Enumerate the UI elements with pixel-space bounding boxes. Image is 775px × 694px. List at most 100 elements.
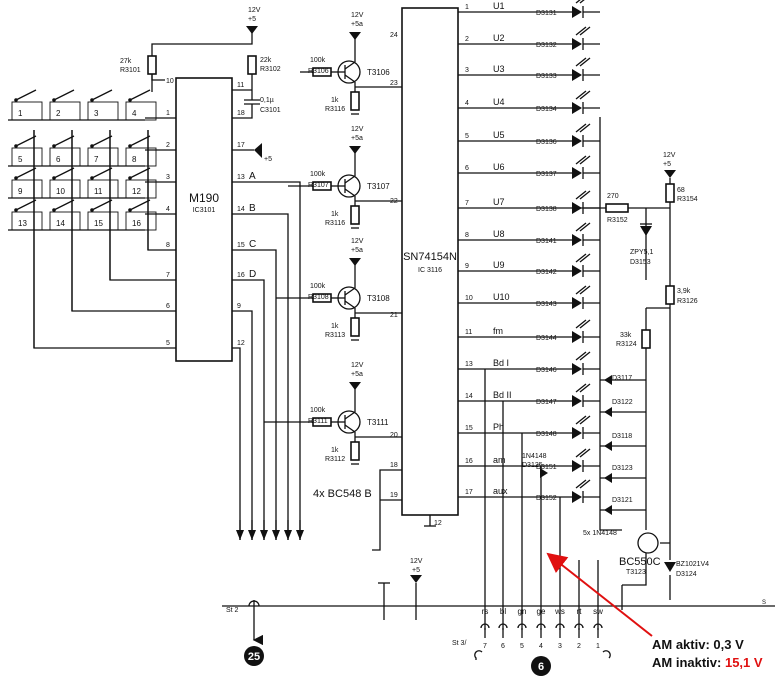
st3-label: St 3/: [452, 640, 466, 647]
connector-wire-ws: ws: [554, 607, 565, 616]
sn-pin18-wire: [372, 469, 402, 551]
m190-rpin-9: 9: [237, 303, 241, 310]
annotation-line-2: AM inaktiv: 15,1 V: [652, 655, 763, 670]
sn-lpin-19: 19: [390, 492, 398, 499]
m190-pin-1: 1: [166, 110, 170, 117]
key-switch-4: [129, 89, 151, 101]
transistor-collector-T3108: [344, 287, 356, 296]
led-ray1-D3147: [575, 383, 587, 393]
m190-pin-4: 4: [166, 206, 170, 213]
re-ref-T3107: R3116: [325, 220, 345, 227]
transistor-stages: T3106100kR310612V+5a1kR3116T3107100kR310…: [264, 12, 402, 465]
connector-wire-rs: rs: [482, 607, 489, 616]
output-label-BdI: Bd I: [493, 358, 509, 368]
rb-ref-T3107: R3107: [308, 182, 329, 189]
r3152-value: 270: [607, 193, 619, 200]
re-value-T3106: 1k: [331, 97, 339, 104]
connector-pin-5: 5: [520, 643, 524, 650]
sn-pin12-num: 12: [434, 520, 442, 527]
diode-note: 5x 1N4148: [583, 530, 617, 537]
diode-label-D3148: D3148: [536, 431, 557, 438]
zener-value: ZPY5,1: [630, 249, 653, 256]
connector-plug-ws: [555, 623, 565, 629]
sn-rpin-9: 9: [465, 263, 469, 270]
supply-arrow-T3106: [349, 32, 361, 40]
led-ray1-D3136: [575, 123, 587, 133]
key-switch-12: [129, 167, 151, 179]
ic-m190-ref: IC3101: [193, 207, 216, 214]
key-label-9: 9: [18, 187, 23, 196]
key-dot-3: [90, 98, 94, 102]
transistor-label-T3108: T3108: [367, 294, 390, 303]
bz-ref: D3124: [676, 571, 697, 578]
key-switch-9: [15, 167, 37, 179]
annotation-arrow: [546, 552, 653, 637]
key-8: [125, 147, 157, 167]
transistor-t3123: [637, 532, 659, 554]
m190-pin-10: 10: [166, 78, 174, 85]
output-label-U7: U7: [493, 197, 505, 207]
ic-sn-name: SN74154N: [403, 251, 457, 263]
led-ray1-D3152: [575, 479, 587, 489]
sn-lpin-21: 21: [390, 312, 398, 319]
led-ray1-D3144: [575, 319, 587, 329]
led-ray2-D3151: [579, 448, 591, 458]
m190-out-wire-C: [232, 249, 277, 540]
diode-label-D3144: D3144: [536, 335, 557, 342]
diode-label-D3151: D3151: [536, 464, 557, 471]
bus-arrowhead-1: [248, 530, 256, 540]
m190-rpin-17: 17: [237, 142, 245, 149]
sup-a-T3107: 12V: [351, 126, 364, 133]
r3154-ref: R3154: [677, 196, 698, 203]
rb-value-T3106: 100k: [310, 57, 326, 64]
m190-rpin-12: 12: [237, 340, 245, 347]
output-label-U9: U9: [493, 260, 505, 270]
r3154-value: 68: [677, 187, 685, 194]
key-dot-9: [14, 176, 18, 180]
diode-label-D3132: D3132: [536, 42, 557, 49]
key-6: [49, 147, 81, 167]
bus-arrowhead-4: [284, 530, 292, 540]
connector-plug-rs: [480, 623, 490, 629]
diode-D3123: [604, 473, 612, 483]
t3123-leads: [622, 542, 670, 586]
key-11: [87, 179, 119, 199]
key-5: [11, 147, 43, 167]
sn-rpin-2: 2: [465, 36, 469, 43]
led-ray1-D3132: [575, 26, 587, 36]
key-switch-8: [129, 135, 151, 147]
key-dot-10: [52, 176, 56, 180]
key-1: [11, 101, 43, 121]
key-16: [125, 211, 157, 231]
key-switch-10: [53, 167, 75, 179]
annotation-line1-label: AM aktiv:: [652, 637, 710, 652]
resistor-R3116-0: [350, 91, 360, 111]
key-label-4: 4: [132, 109, 137, 118]
key-label-7: 7: [94, 155, 99, 164]
d3125-value: 1N4148: [522, 453, 547, 460]
sn-rpin-1: 1: [465, 4, 469, 11]
r3126-value: 3,9k: [677, 288, 691, 295]
sup-top-b: +5: [248, 16, 256, 23]
key-label-12: 12: [132, 187, 141, 196]
sn-lpin-24: 24: [390, 32, 398, 39]
transistor-label-T3107: T3107: [367, 182, 390, 191]
key-dot-14: [52, 208, 56, 212]
c3101-ref: C3101: [260, 107, 281, 114]
r3101-ref: R3101: [120, 67, 141, 74]
diode-d3125: [540, 468, 548, 478]
ic-sn-ref: IC 3116: [418, 267, 442, 274]
key-switch-6: [53, 135, 75, 147]
led-D3132: [572, 38, 582, 50]
key-9: [11, 179, 43, 199]
key-dot-6: [52, 144, 56, 148]
key-label-16: 16: [132, 219, 141, 228]
m190-out-wire-A: [232, 181, 301, 540]
key-switch-2: [53, 89, 75, 101]
st2-label: St 2: [226, 607, 239, 614]
key-12: [125, 179, 157, 199]
led-ray2-D3142: [579, 253, 591, 263]
